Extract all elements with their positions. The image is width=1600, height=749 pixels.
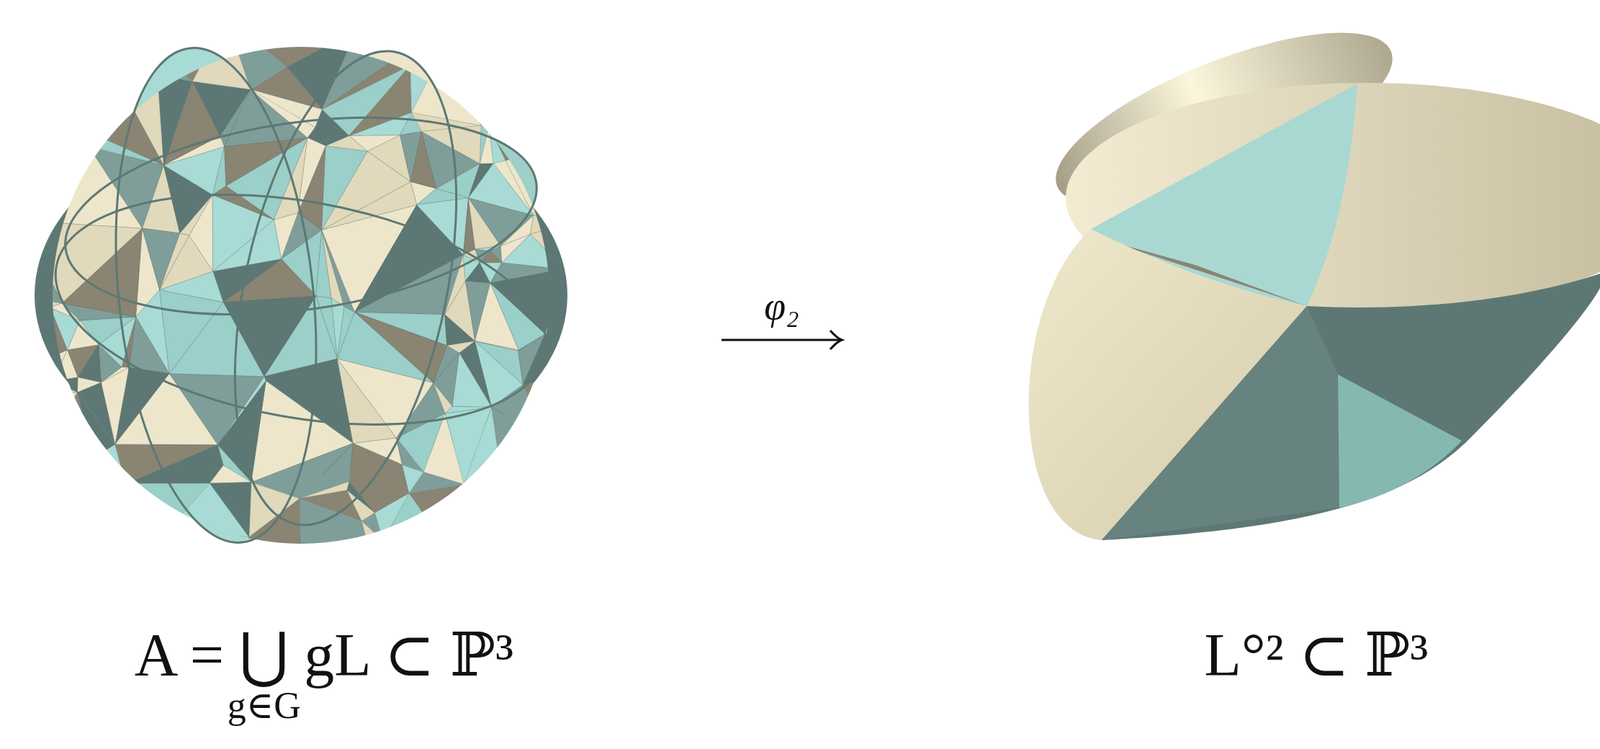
facet bbox=[142, 228, 181, 291]
facet bbox=[533, 151, 580, 221]
facet bbox=[12, 295, 51, 371]
facet bbox=[481, 91, 505, 127]
facet bbox=[354, 254, 464, 315]
facet bbox=[156, 17, 227, 82]
facet bbox=[491, 406, 551, 500]
surface-face bbox=[1337, 374, 1462, 508]
facet bbox=[226, 7, 301, 67]
formula-label: A = ⋃ gL ⊂ ℙ³ bbox=[134, 625, 514, 686]
surface-face bbox=[1101, 306, 1340, 541]
facet bbox=[563, 220, 590, 296]
facet bbox=[51, 392, 93, 459]
facet-mesh bbox=[12, 7, 590, 584]
facet bbox=[529, 215, 579, 235]
facet bbox=[321, 145, 368, 230]
facet bbox=[192, 81, 251, 136]
facet bbox=[505, 151, 551, 216]
lobe-ellipse bbox=[196, 30, 494, 546]
facet bbox=[51, 132, 91, 152]
facet bbox=[53, 377, 78, 393]
facet bbox=[118, 46, 157, 94]
facet bbox=[402, 46, 446, 66]
facet bbox=[159, 290, 224, 374]
conic-curve bbox=[93, 38, 340, 553]
map-label: φ₂ bbox=[761, 286, 803, 326]
facet bbox=[354, 311, 448, 383]
facet bbox=[249, 498, 301, 584]
facet bbox=[209, 465, 252, 484]
facet bbox=[490, 269, 564, 335]
facet bbox=[124, 46, 157, 94]
facet bbox=[545, 269, 566, 335]
facet bbox=[126, 483, 168, 546]
facet bbox=[192, 17, 251, 91]
facet bbox=[300, 7, 376, 29]
facet bbox=[23, 349, 68, 382]
facet bbox=[89, 91, 119, 133]
facet bbox=[357, 17, 403, 54]
facet bbox=[321, 28, 403, 110]
facet bbox=[336, 358, 397, 443]
facet bbox=[445, 484, 505, 546]
facet bbox=[23, 146, 89, 222]
figure-node: L°² ⊂ ℙ³ bbox=[846, 21, 1600, 742]
facet bbox=[416, 198, 469, 255]
facet bbox=[23, 307, 68, 370]
facet bbox=[97, 483, 157, 546]
facet bbox=[46, 392, 78, 440]
facet bbox=[522, 334, 579, 386]
facet bbox=[447, 341, 476, 353]
facet bbox=[445, 46, 505, 127]
facet bbox=[299, 498, 362, 584]
facet bbox=[565, 295, 590, 371]
facet bbox=[23, 220, 143, 303]
facet bbox=[563, 269, 590, 333]
facet bbox=[23, 370, 54, 395]
facet bbox=[529, 220, 579, 269]
surface-face bbox=[1101, 273, 1600, 541]
facet bbox=[92, 457, 126, 499]
facet bbox=[375, 540, 446, 574]
facet bbox=[488, 91, 551, 152]
facet bbox=[361, 512, 384, 541]
facet bbox=[12, 220, 62, 303]
facet bbox=[375, 17, 446, 54]
facet bbox=[545, 332, 579, 370]
facet bbox=[89, 92, 125, 133]
facet bbox=[409, 472, 464, 494]
facet bbox=[51, 91, 98, 152]
facet bbox=[226, 537, 301, 584]
facet bbox=[500, 215, 533, 246]
facet bbox=[51, 439, 98, 500]
map-arrow bbox=[721, 330, 842, 350]
arrangement-figure bbox=[12, 7, 590, 584]
facet bbox=[77, 377, 101, 393]
facet bbox=[23, 146, 143, 229]
arrow-head bbox=[830, 330, 842, 350]
facet bbox=[23, 370, 52, 440]
facet bbox=[46, 380, 78, 394]
surface-figure bbox=[1028, 0, 1600, 541]
formula-label: L°² ⊂ ℙ³ bbox=[1204, 625, 1429, 686]
arrow-shaft bbox=[721, 339, 842, 342]
facet bbox=[77, 392, 115, 459]
facet bbox=[97, 46, 157, 93]
figure-node: A = ⋃ gL ⊂ ℙ³g∈G bbox=[28, 21, 721, 742]
facet bbox=[433, 345, 460, 384]
facet bbox=[209, 482, 252, 538]
facet bbox=[167, 529, 250, 574]
formula-subscript: g∈G bbox=[227, 686, 301, 725]
facet bbox=[286, 7, 358, 67]
facet bbox=[383, 493, 446, 546]
conic-curve bbox=[196, 30, 494, 546]
